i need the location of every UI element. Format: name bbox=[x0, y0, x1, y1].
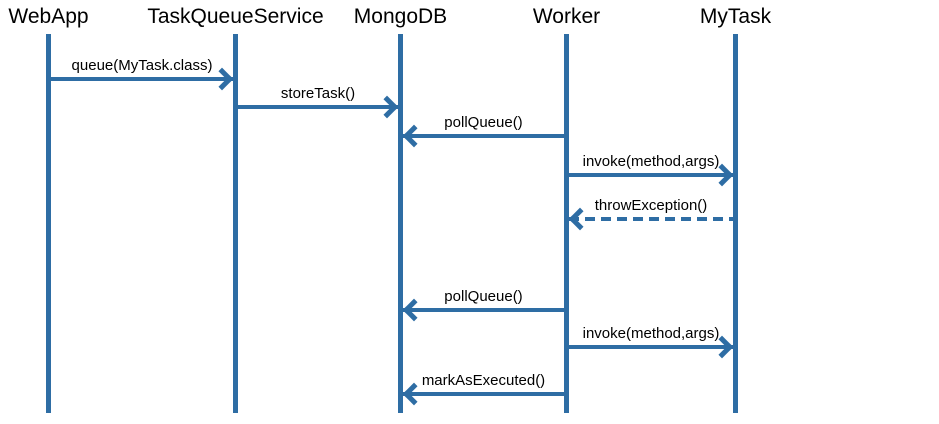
arrowhead-right-icon bbox=[375, 95, 399, 119]
message-label: invoke(method,args) bbox=[582, 325, 720, 342]
message-label: throwException() bbox=[594, 197, 708, 214]
message-line bbox=[569, 217, 733, 221]
message-line bbox=[238, 105, 398, 109]
participant-label-worker: Worker bbox=[532, 5, 601, 28]
participant-label-mongodb: MongoDB bbox=[353, 5, 448, 28]
lifeline-mytask bbox=[733, 34, 738, 413]
lifeline-webapp bbox=[46, 34, 51, 413]
message-label: pollQueue() bbox=[444, 114, 523, 131]
message-label: storeTask() bbox=[280, 85, 356, 102]
message-label: invoke(method,args) bbox=[582, 153, 720, 170]
participant-label-mytask: MyTask bbox=[699, 5, 772, 28]
message-line bbox=[403, 308, 564, 312]
message-label: queue(MyTask.class) bbox=[71, 57, 213, 74]
lifeline-worker bbox=[564, 34, 569, 413]
lifeline-taskqueueservice bbox=[233, 34, 238, 413]
message-line bbox=[403, 392, 564, 396]
message-label: markAsExecuted() bbox=[421, 372, 546, 389]
message-line bbox=[51, 77, 233, 81]
arrowhead-left-icon bbox=[402, 298, 426, 322]
message-line bbox=[403, 134, 564, 138]
message-label: pollQueue() bbox=[444, 288, 523, 305]
arrowhead-left-icon bbox=[402, 124, 426, 148]
message-line bbox=[569, 173, 733, 177]
participant-label-taskqueueservice: TaskQueueService bbox=[147, 5, 324, 28]
participant-label-webapp: WebApp bbox=[8, 5, 89, 28]
lifeline-mongodb bbox=[398, 34, 403, 413]
arrowhead-right-icon bbox=[210, 67, 234, 91]
message-line bbox=[569, 345, 733, 349]
arrowhead-left-icon bbox=[568, 207, 592, 231]
